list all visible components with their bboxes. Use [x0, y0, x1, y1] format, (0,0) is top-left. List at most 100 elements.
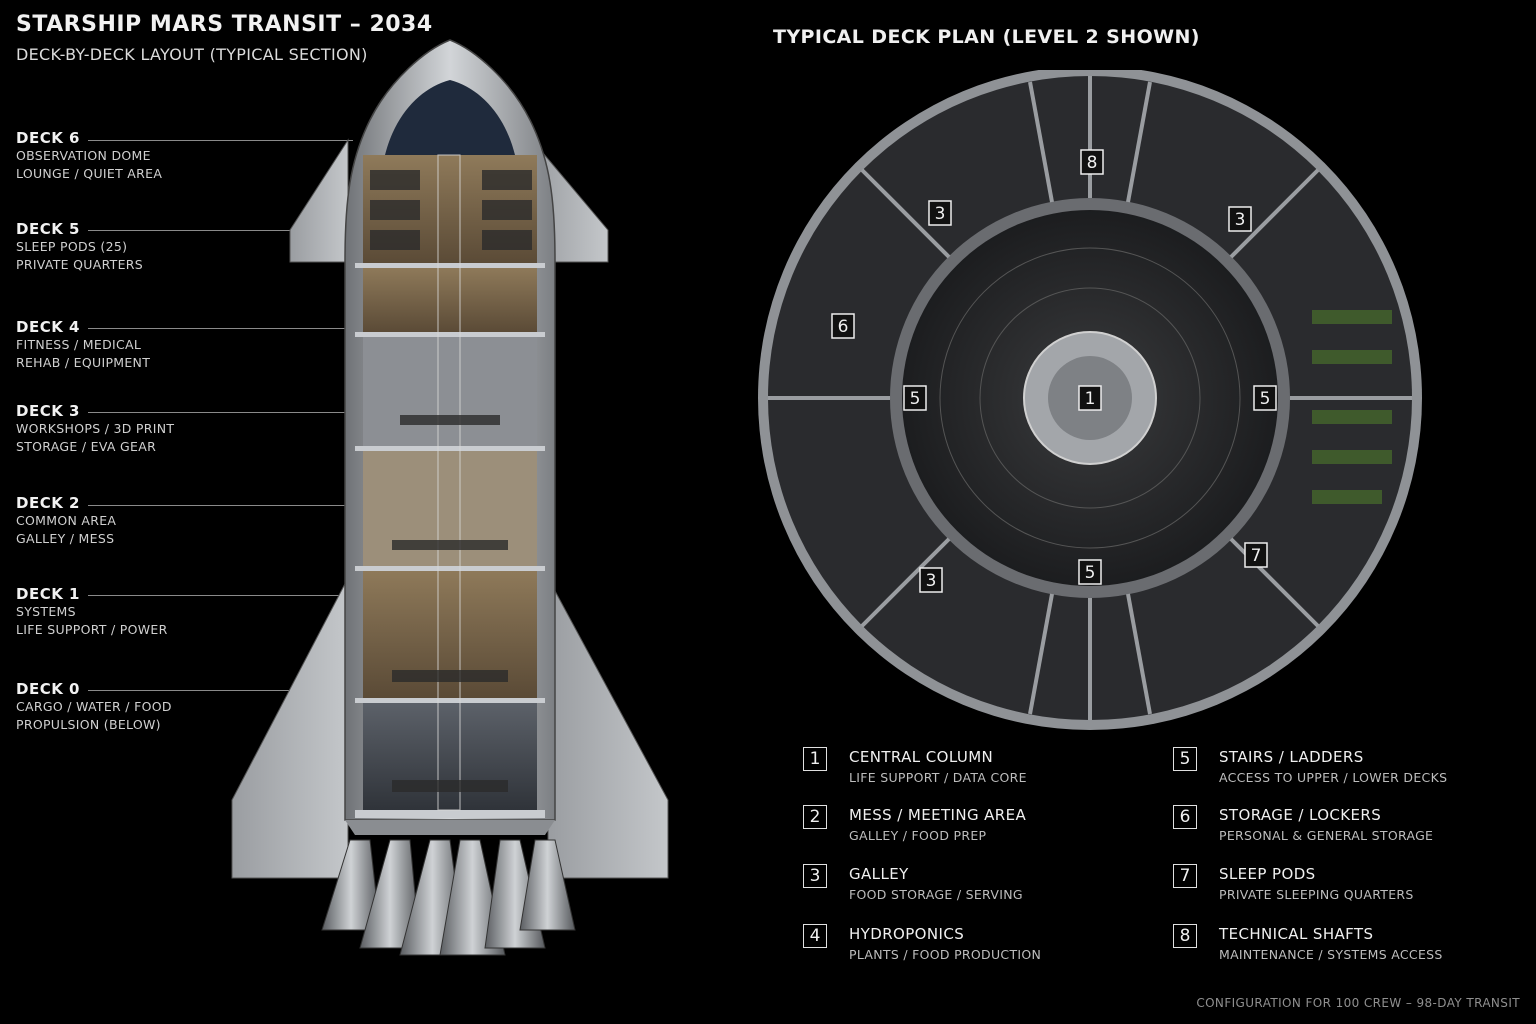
- starship-cross-section: [231, 39, 669, 956]
- room-divider: [1229, 168, 1320, 259]
- room-marker-stairs: 5: [1078, 559, 1102, 585]
- room-marker-stairs: 5: [1253, 385, 1277, 411]
- deck-name: DECK 3: [16, 402, 80, 420]
- legend-description: FOOD STORAGE / SERVING: [849, 887, 1023, 902]
- sleep-pod: [482, 170, 532, 190]
- deck-floor: [355, 810, 545, 818]
- room-marker-galley: 3: [928, 200, 952, 226]
- deck-function: LIFE SUPPORT / POWER: [16, 622, 168, 637]
- deck-label-2: DECK 2 COMMON AREA GALLEY / MESS: [16, 494, 356, 548]
- plant-rack: [1312, 410, 1392, 424]
- room-marker-label: 8: [1087, 153, 1098, 173]
- plant-rack: [1312, 310, 1392, 324]
- deck-4-interior: [363, 335, 537, 447]
- deck-label-0: DECK 0 CARGO / WATER / FOOD PROPULSION (…: [16, 680, 356, 734]
- deck-1-leader-line: [88, 595, 360, 596]
- cargo-table: [392, 780, 508, 792]
- legend-number: 4: [803, 924, 827, 948]
- systems-console: [392, 670, 508, 682]
- deck-function: FITNESS / MEDICAL: [16, 337, 142, 352]
- room-marker-label: 6: [838, 317, 849, 337]
- legend-label: GALLEY: [849, 865, 909, 883]
- forward-fin-left: [289, 138, 349, 263]
- room-marker-storage: 6: [831, 313, 855, 339]
- sleep-pod: [370, 230, 420, 250]
- legend-description: PLANTS / FOOD PRODUCTION: [849, 947, 1042, 962]
- legend-item-stairs: 5 STAIRS / LADDERS ACCESS TO UPPER / LOW…: [1173, 747, 1503, 797]
- deck-0-leader-line: [88, 690, 360, 691]
- sleep-pod: [370, 170, 420, 190]
- observation-dome-interior: [385, 80, 515, 155]
- legend-description: PERSONAL & GENERAL STORAGE: [1219, 828, 1434, 843]
- deck-plan-diagram: 8 3 3 6 5 1 5 3: [758, 70, 1422, 730]
- hydroponics-racks: [1312, 310, 1392, 504]
- legend-number: 2: [803, 805, 827, 829]
- room-markers: 8 3 3 6 5 1 5 3: [831, 149, 1277, 593]
- legend-item-central-column: 1 CENTRAL COLUMN LIFE SUPPORT / DATA COR…: [803, 747, 1133, 797]
- room-marker-label: 5: [1260, 389, 1271, 409]
- cabin-furniture: [370, 170, 532, 792]
- room-marker-label: 7: [1251, 546, 1262, 566]
- legend-item-galley: 3 GALLEY FOOD STORAGE / SERVING: [803, 864, 1133, 914]
- legend-number: 7: [1173, 864, 1197, 888]
- plant-rack: [1312, 350, 1392, 364]
- deck-3-leader-line: [88, 412, 360, 413]
- deck-2-leader-line: [88, 505, 360, 506]
- inner-ring-line: [979, 287, 1201, 509]
- legend-description: MAINTENANCE / SYSTEMS ACCESS: [1219, 947, 1443, 962]
- deck-function: STORAGE / EVA GEAR: [16, 439, 157, 454]
- room-divider: [1028, 81, 1054, 203]
- mess-table: [392, 540, 508, 550]
- sleep-pod: [482, 200, 532, 220]
- deck-5-leader-line: [88, 230, 360, 231]
- deck-label-6: DECK 6 OBSERVATION DOME LOUNGE / QUIET A…: [16, 129, 356, 183]
- deck-function: WORKSHOPS / 3D PRINT: [16, 421, 175, 436]
- central-ladder: [437, 154, 461, 811]
- page-title: STARSHIP MARS TRANSIT – 2034: [16, 12, 433, 37]
- deck-name: DECK 6: [16, 129, 80, 147]
- configuration-footnote: CONFIGURATION FOR 100 CREW – 98-DAY TRAN…: [1196, 996, 1520, 1010]
- legend-label: STORAGE / LOCKERS: [1219, 806, 1382, 824]
- sleep-pod: [482, 230, 532, 250]
- legend-item-sleep-pods: 7 SLEEP PODS PRIVATE SLEEPING QUARTERS: [1173, 864, 1503, 914]
- legend-label: TECHNICAL SHAFTS: [1219, 925, 1374, 943]
- deck-label-5: DECK 5 SLEEP PODS (25) PRIVATE QUARTERS: [16, 220, 356, 274]
- deck-1-interior: [363, 701, 537, 813]
- sleep-pod: [370, 200, 420, 220]
- room-divider: [860, 537, 951, 628]
- deck-function: GALLEY / MESS: [16, 531, 115, 546]
- engine-nozzles: [321, 839, 576, 956]
- legend-item-storage: 6 STORAGE / LOCKERS PERSONAL & GENERAL S…: [1173, 805, 1503, 855]
- room-marker-stairs: 5: [903, 385, 927, 411]
- room-marker-label: 5: [1085, 563, 1096, 583]
- room-marker-label: 1: [1085, 389, 1096, 409]
- room-marker-label: 3: [926, 571, 937, 591]
- deck-floor: [355, 446, 545, 451]
- room-divider: [1028, 593, 1054, 715]
- room-marker-label: 3: [1235, 210, 1246, 230]
- legend-label: CENTRAL COLUMN: [849, 748, 994, 766]
- deck-label-1: DECK 1 SYSTEMS LIFE SUPPORT / POWER: [16, 585, 356, 639]
- plant-rack: [1312, 490, 1382, 504]
- legend-description: PRIVATE SLEEPING QUARTERS: [1219, 887, 1414, 902]
- legend-number: 6: [1173, 805, 1197, 829]
- legend-item-technical-shafts: 8 TECHNICAL SHAFTS MAINTENANCE / SYSTEMS…: [1173, 924, 1503, 974]
- page-subtitle: DECK-BY-DECK LAYOUT (TYPICAL SECTION): [16, 45, 368, 64]
- deck-name: DECK 1: [16, 585, 80, 603]
- deck-4-leader-line: [88, 328, 360, 329]
- legend-number: 3: [803, 864, 827, 888]
- deck-function: PROPULSION (BELOW): [16, 717, 161, 732]
- aft-fin-right: [547, 577, 669, 879]
- room-marker-technical-shaft: 8: [1080, 149, 1104, 175]
- deck-function: COMMON AREA: [16, 513, 117, 528]
- deck-label-4: DECK 4 FITNESS / MEDICAL REHAB / EQUIPME…: [16, 318, 356, 372]
- deck-function: PRIVATE QUARTERS: [16, 257, 144, 272]
- deck-floor: [355, 566, 545, 571]
- legend-label: HYDROPONICS: [849, 925, 965, 943]
- legend-label: SLEEP PODS: [1219, 865, 1316, 883]
- legend-description: GALLEY / FOOD PREP: [849, 828, 987, 843]
- room-marker-galley: 3: [1228, 206, 1252, 232]
- room-divider: [1126, 81, 1152, 203]
- legend-number: 5: [1173, 747, 1197, 771]
- work-table: [400, 415, 500, 425]
